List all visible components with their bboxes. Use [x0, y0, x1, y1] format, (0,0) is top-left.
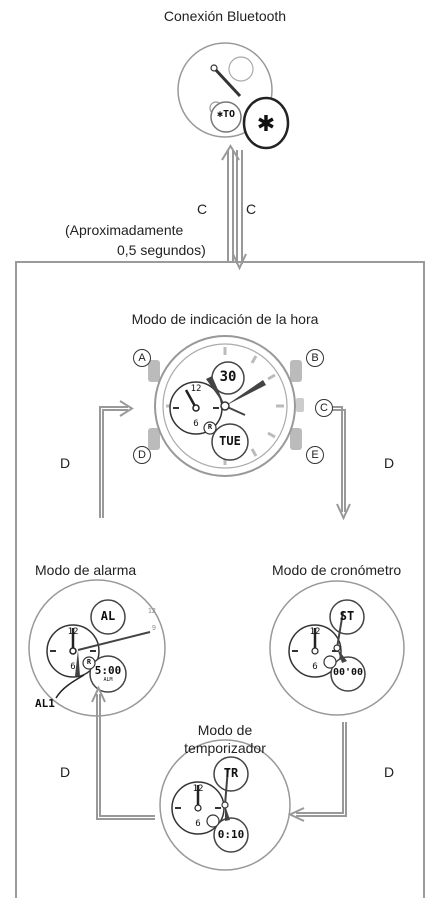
press-note-line2: 0,5 segundos) — [117, 242, 206, 258]
weekday-display: TUE — [219, 434, 241, 448]
alarm-subdial-12: 12 — [67, 627, 79, 637]
bluetooth-symbol-icon: ✱ — [257, 111, 275, 136]
subdial-12: 12 — [190, 384, 202, 394]
timekeeping-title: Modo de indicación de la hora — [131, 311, 319, 327]
timer-watch — [159, 739, 291, 871]
bluetooth-digital-display: ✱TO — [216, 109, 236, 120]
button-b-label: B — [306, 349, 324, 367]
mode-frame — [15, 261, 425, 898]
timer-subdial-6: 6 — [195, 819, 201, 829]
alarm-title: Modo de alarma — [35, 562, 137, 578]
c-label-right: C — [246, 201, 257, 217]
stopwatch-time-display: 00'00 — [332, 667, 364, 678]
stopwatch-mode-display: ST — [339, 609, 355, 623]
button-a-label: A — [133, 349, 151, 367]
bluetooth-watch: ✱ — [177, 42, 290, 150]
c-arrows — [221, 144, 247, 271]
stopwatch-subdial-6: 6 — [312, 662, 318, 672]
timer-title-line2: temporizador — [184, 740, 266, 756]
stopwatch-subdial-12: 12 — [309, 627, 321, 637]
timer-subdial-12: 12 — [192, 784, 204, 794]
button-c-label: C — [315, 399, 333, 417]
stopwatch-watch — [269, 580, 405, 716]
timer-mode-display: TR — [223, 766, 239, 780]
d-label-bottom-right: D — [384, 764, 395, 780]
alarm-pointer-label: AL1 — [35, 697, 55, 710]
alarm-subdial-6: 6 — [70, 662, 76, 672]
timer-time-display: 0:10 — [217, 828, 245, 841]
timer-title-line1: Modo de — [197, 722, 253, 738]
d-label-top-right: D — [384, 455, 395, 471]
c-label-left: C — [197, 201, 208, 217]
button-e-label: E — [306, 446, 324, 464]
d-arrow-bottom-left — [91, 685, 155, 820]
d-arrow-top-right — [330, 406, 351, 521]
timekeeping-watch — [148, 335, 304, 477]
d-label-top-left: D — [60, 455, 71, 471]
r-marker-alarm: R — [86, 658, 92, 666]
alarm-mode-display: AL — [100, 609, 116, 623]
d-label-bottom-left: D — [60, 764, 71, 780]
r-marker-time: R — [207, 423, 213, 431]
d-arrow-bottom-right — [287, 722, 347, 822]
d-arrow-top-left — [99, 400, 134, 518]
alarm-watch: 12 9 — [28, 579, 166, 717]
alarm-time-display: 5:00 — [94, 664, 122, 677]
stopwatch-title: Modo de cronómetro — [272, 562, 402, 578]
subdial-6: 6 — [193, 419, 199, 429]
svg-text:9: 9 — [152, 625, 156, 632]
press-note-line1: (Aproximadamente — [65, 222, 184, 238]
svg-text:12: 12 — [148, 608, 156, 615]
day-display: 30 — [219, 369, 237, 385]
alarm-sub-display: ALM — [103, 677, 113, 683]
bluetooth-title: Conexión Bluetooth — [163, 8, 287, 24]
button-d-label: D — [133, 446, 151, 464]
